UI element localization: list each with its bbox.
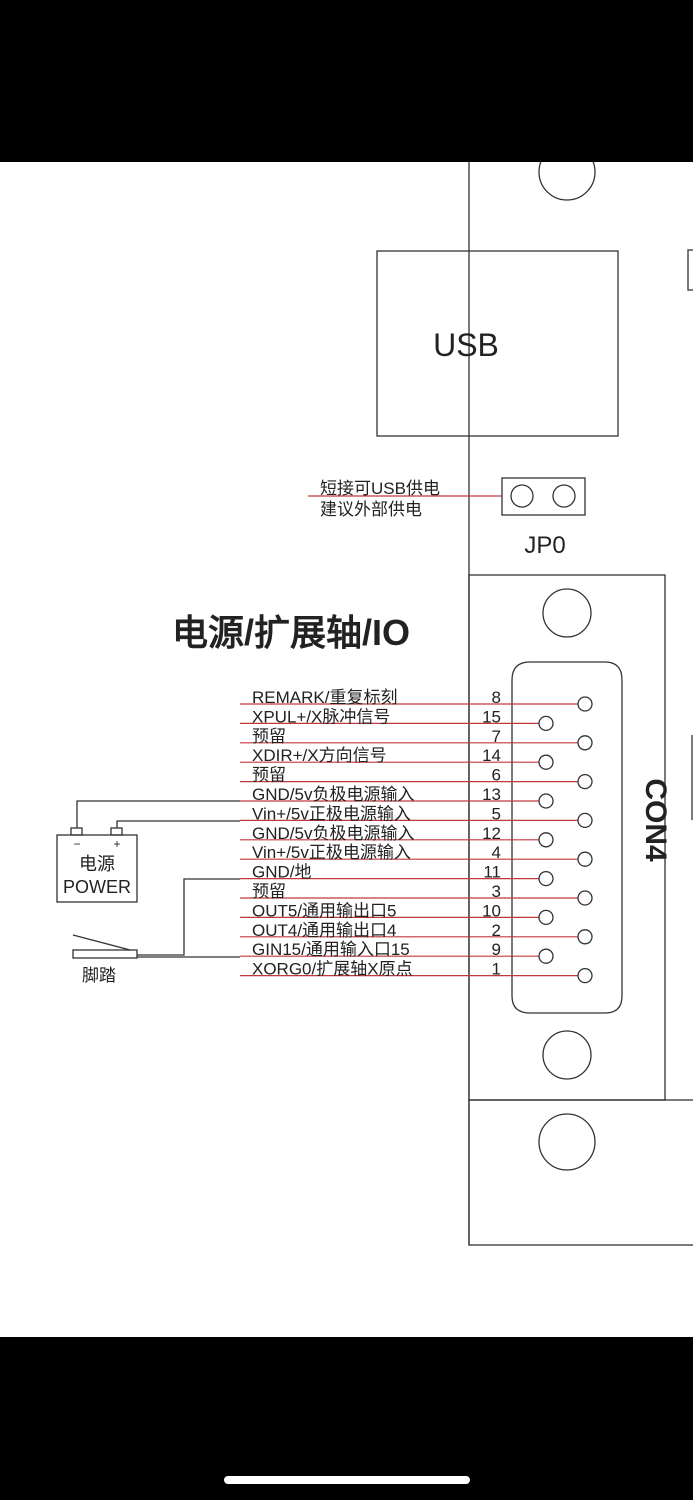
pin-label: 预留 xyxy=(252,882,286,901)
jumper-note-1: 短接可USB供电 xyxy=(320,479,440,498)
mounting-hole xyxy=(538,1113,596,1171)
pin-socket xyxy=(577,967,593,984)
pin-row: 预留 3 xyxy=(240,882,593,906)
pin-number: 5 xyxy=(492,804,501,823)
pin-row: GND/地 11 xyxy=(240,863,554,887)
pin-number: 15 xyxy=(482,707,501,726)
power-supply xyxy=(56,834,138,903)
power-label-cn: 电源 xyxy=(79,854,115,874)
pin-row: XORG0/扩展轴X原点 1 xyxy=(240,960,593,984)
usb-label: USB xyxy=(433,327,499,363)
pin-row: GND/5v负极电源输入 13 xyxy=(240,785,554,809)
pin-label: OUT4/通用输出口4 xyxy=(252,921,397,940)
power-minus-wire xyxy=(76,800,240,828)
pin-number: 14 xyxy=(482,746,501,765)
pin-row: REMARK/重复标刻 8 xyxy=(240,688,593,712)
pin-number: 2 xyxy=(492,921,501,940)
foot-pedal xyxy=(72,949,138,959)
jumper-note-2: 建议外部供电 xyxy=(320,500,422,519)
pin-label: GND/5v负极电源输入 xyxy=(252,785,414,804)
pin-row: Vin+/5v正极电源输入 4 xyxy=(240,843,593,867)
pin-label: XORG0/扩展轴X原点 xyxy=(252,960,413,979)
pedal-label: 脚踏 xyxy=(82,966,116,985)
section-title: 电源/扩展轴/IO xyxy=(172,612,410,653)
pin-socket xyxy=(538,909,554,926)
pin-row: XDIR+/X方向信号 14 xyxy=(240,746,554,770)
pin-row: OUT5/通用输出口5 10 xyxy=(240,901,554,926)
pedal-lever xyxy=(72,934,131,951)
plus-terminal-label: + xyxy=(113,837,120,851)
pedal-gnd-wire xyxy=(137,878,240,956)
pin-socket xyxy=(538,754,554,770)
pin-row: 预留 6 xyxy=(240,766,593,790)
pin-socket xyxy=(577,696,593,712)
power-label-en: POWER xyxy=(63,877,131,897)
pin-row: 预留 7 xyxy=(240,727,593,751)
pin-label: Vin+/5v正极电源输入 xyxy=(252,843,411,862)
pin-number: 11 xyxy=(483,863,501,882)
mounting-hole xyxy=(542,588,592,638)
pin-socket xyxy=(538,832,554,848)
pin-label: Vin+/5v正极电源输入 xyxy=(252,804,411,823)
pin-socket xyxy=(538,715,554,732)
pin-label: 预留 xyxy=(252,727,286,746)
usb-port xyxy=(376,250,619,437)
power-plus-wire xyxy=(116,820,240,828)
home-indicator[interactable] xyxy=(224,1476,470,1484)
pin-socket xyxy=(577,890,593,906)
pin-label: XDIR+/X方向信号 xyxy=(252,746,387,765)
pin-number: 7 xyxy=(492,727,501,746)
pin-number: 12 xyxy=(482,824,501,843)
pin-number: 1 xyxy=(492,960,501,979)
pin-label: REMARK/重复标刻 xyxy=(252,688,397,707)
pin-label: GND/5v负极电源输入 xyxy=(252,824,414,843)
edge-component xyxy=(687,249,693,291)
pin-label: OUT5/通用输出口5 xyxy=(252,901,397,920)
db15-connector xyxy=(511,661,623,1014)
pin-row: Vin+/5v正极电源输入 5 xyxy=(240,804,593,829)
pin-number: 6 xyxy=(492,766,501,785)
pin-number: 10 xyxy=(482,901,501,920)
pin-socket xyxy=(538,870,554,887)
pin-socket xyxy=(577,929,593,945)
mounting-hole xyxy=(542,1030,592,1080)
pin-row: GIN15/通用输入口15 9 xyxy=(240,940,554,964)
pin-socket xyxy=(577,812,593,829)
jumper-label: JP0 xyxy=(524,532,565,559)
pin-number: 4 xyxy=(492,843,501,862)
pin-socket xyxy=(577,773,593,790)
pin-socket xyxy=(538,948,554,964)
pin-socket xyxy=(577,851,593,867)
pin-number: 13 xyxy=(482,785,501,804)
pin-label: 预留 xyxy=(252,766,286,785)
connector-label: CON4 xyxy=(639,778,672,862)
pin-label: GND/地 xyxy=(252,863,312,882)
pin-label: XPUL+/X脉冲信号 xyxy=(252,707,390,726)
pin-number: 3 xyxy=(492,882,501,901)
pin-row: XPUL+/X脉冲信号 15 xyxy=(240,707,554,732)
pin-row: GND/5v负极电源输入 12 xyxy=(240,824,554,848)
pin-label: GIN15/通用输入口15 xyxy=(252,940,410,959)
pin-row: OUT4/通用输出口4 2 xyxy=(240,921,593,945)
pin-socket xyxy=(577,735,593,751)
diagram-canvas xyxy=(0,162,693,1337)
pin-number: 9 xyxy=(492,940,501,959)
minus-terminal-label: − xyxy=(73,837,80,851)
pin-number: 8 xyxy=(492,688,501,707)
pin-socket xyxy=(538,793,554,809)
